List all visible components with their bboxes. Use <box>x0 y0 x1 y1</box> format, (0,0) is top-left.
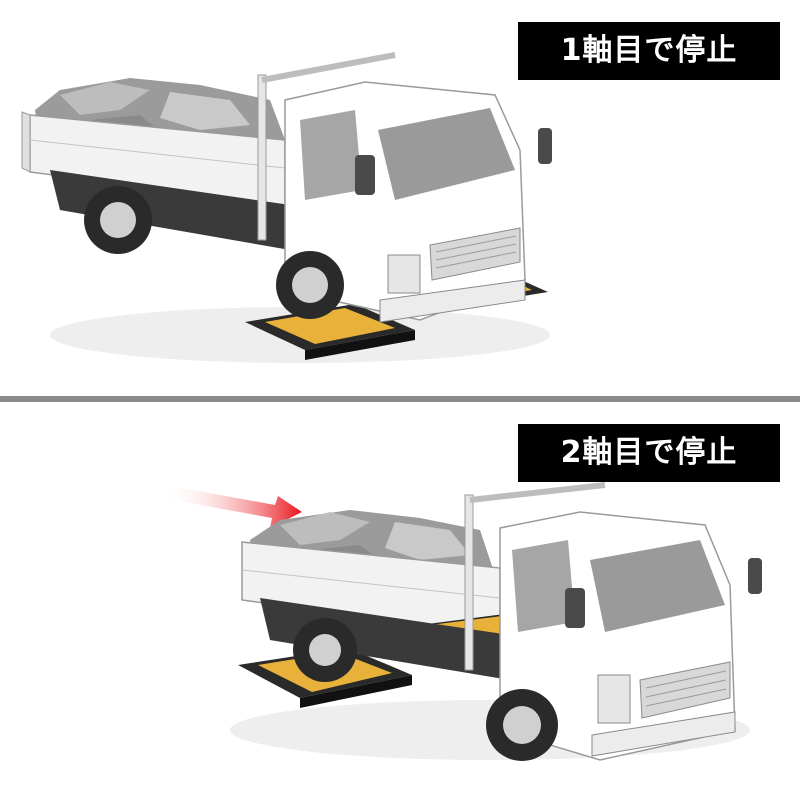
truck-step-2-illustration <box>162 482 762 761</box>
truck-2 <box>241 482 762 761</box>
truck-1 <box>21 52 552 323</box>
step-2-panel: 2軸目で停止 <box>0 400 800 800</box>
panel-divider <box>0 396 800 402</box>
truck-step-1-illustration <box>21 52 552 363</box>
step-1-label: 1軸目で停止 <box>518 22 780 80</box>
scale-pad-left <box>245 304 415 360</box>
movement-arrow <box>162 485 302 528</box>
step-2-label: 2軸目で停止 <box>518 424 780 482</box>
step-1-panel: 1軸目で停止 <box>21 22 780 363</box>
